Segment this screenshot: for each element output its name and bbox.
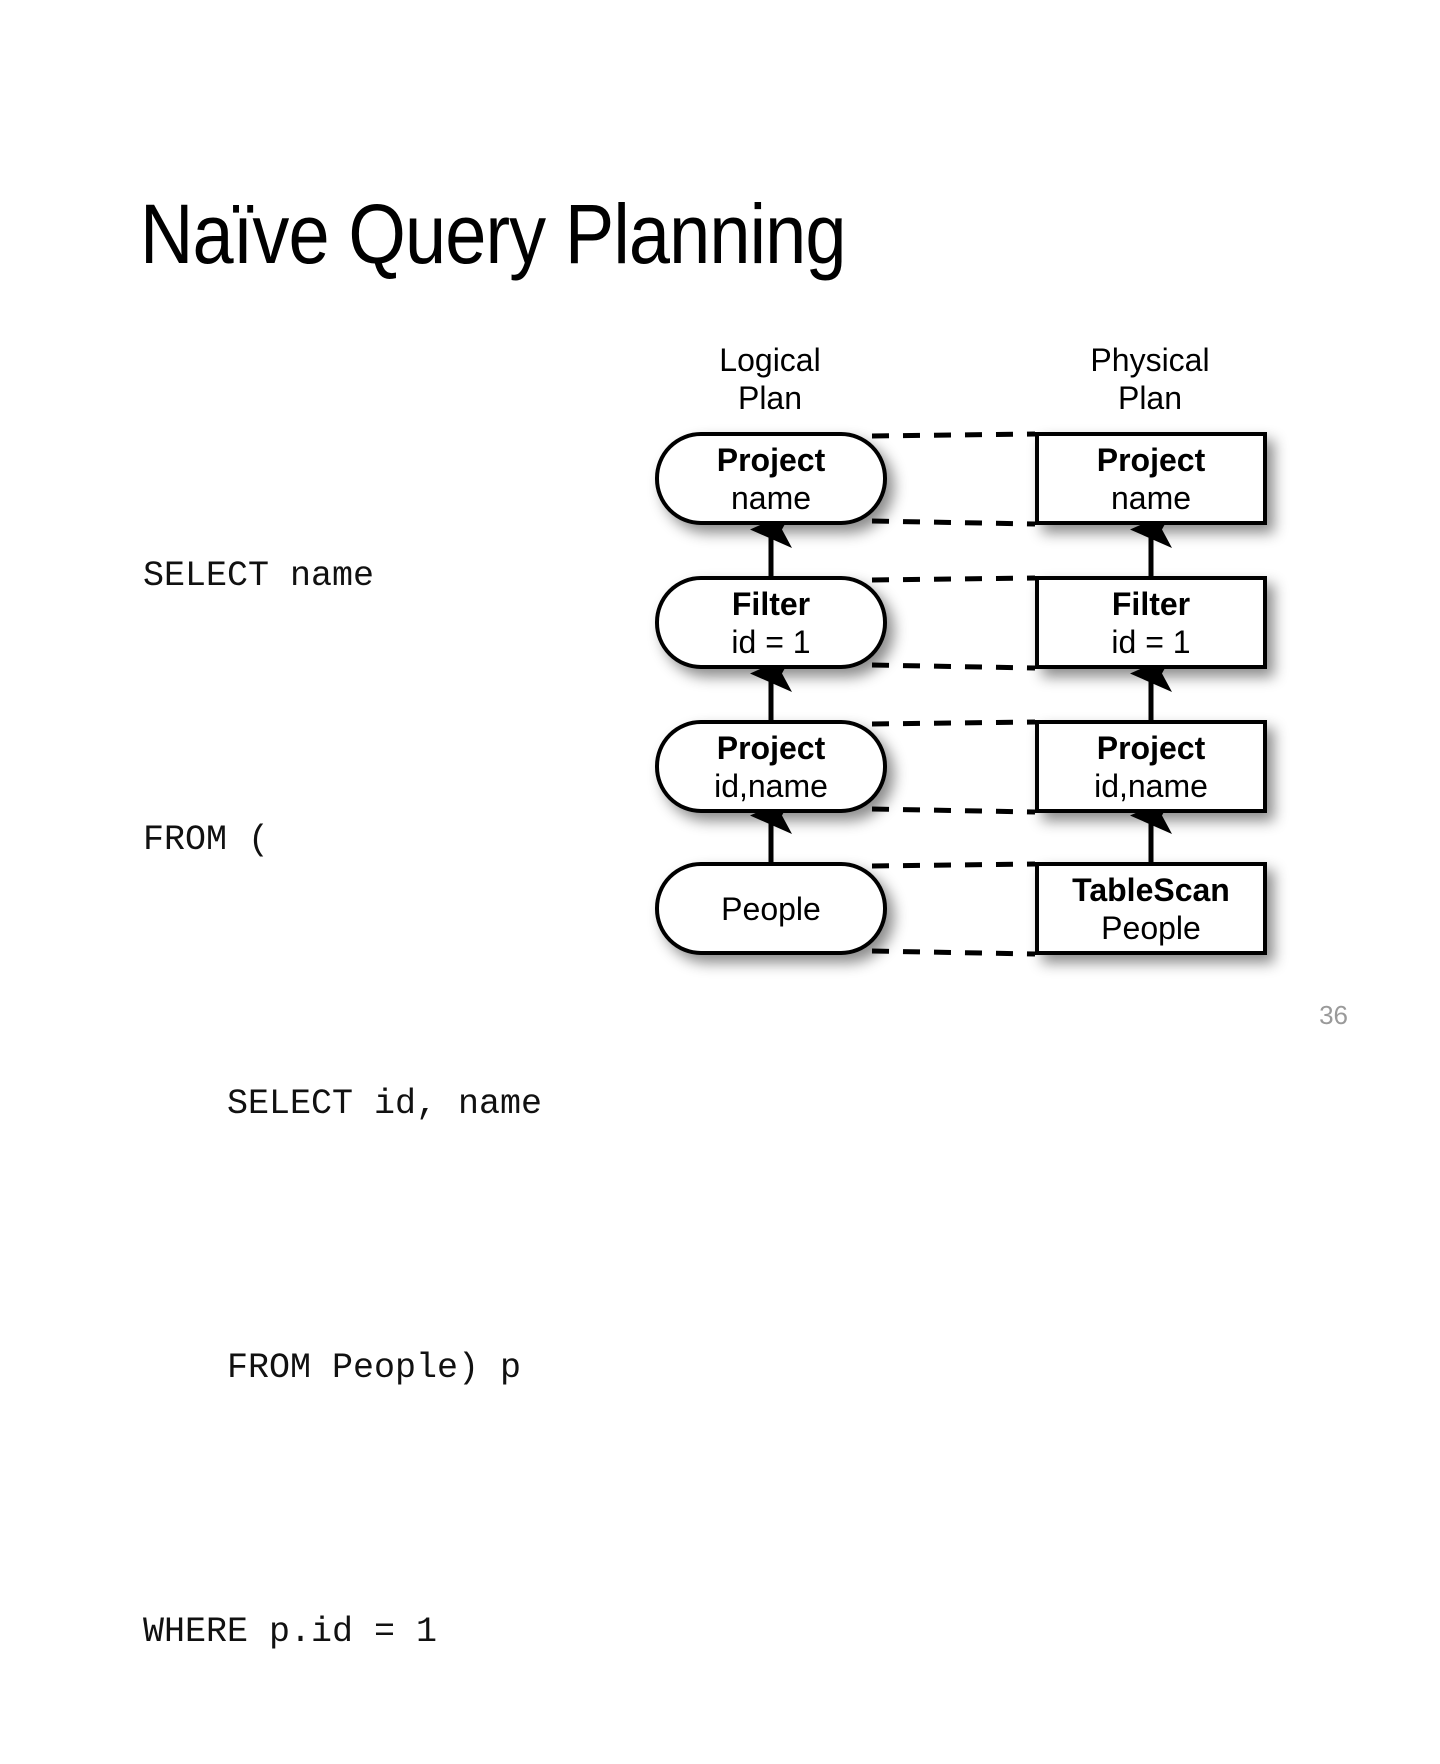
sql-line: SELECT name: [143, 556, 375, 596]
query-plan-diagram: Logical Plan Physical Plan: [650, 341, 1270, 957]
node-subtitle: name: [730, 479, 812, 516]
mapping-connector: [871, 431, 1036, 957]
column-header-line1: Logical: [719, 342, 821, 378]
sql-line: FROM People) p: [143, 1348, 522, 1388]
page-number: 36: [1319, 1000, 1348, 1030]
node-title: Filter: [731, 585, 811, 622]
node-title: Project: [716, 441, 826, 478]
node-title: Project: [716, 729, 826, 766]
sql-line: FROM (: [143, 820, 270, 860]
node-title: TableScan: [1072, 871, 1230, 908]
node-subtitle: People: [1101, 909, 1201, 946]
logical-node-filter[interactable]: Filter id = 1: [655, 576, 887, 669]
physical-node-project-name[interactable]: Project name: [1035, 432, 1267, 525]
node-subtitle: id = 1: [1111, 623, 1191, 660]
column-header-line2: Plan: [1117, 380, 1183, 416]
page-title: Naïve Query Planning: [140, 187, 846, 281]
column-header-logical-plan: Logical Plan: [650, 341, 890, 417]
node-subtitle: id = 1: [731, 623, 811, 660]
logical-node-project-id-name[interactable]: Project id,name: [655, 720, 887, 813]
physical-node-filter[interactable]: Filter id = 1: [1035, 576, 1267, 669]
node-subtitle: People: [721, 890, 821, 927]
node-title: Project: [1096, 441, 1206, 478]
node-title: Filter: [1111, 585, 1191, 622]
logical-node-project-name[interactable]: Project name: [655, 432, 887, 525]
node-subtitle: id,name: [1094, 767, 1208, 804]
node-subtitle: name: [1110, 479, 1192, 516]
column-header-line1: Physical: [1090, 342, 1210, 378]
node-subtitle: id,name: [714, 767, 828, 804]
logical-node-people[interactable]: People: [655, 862, 887, 955]
node-title: Project: [1096, 729, 1206, 766]
physical-node-project-id-name[interactable]: Project id,name: [1035, 720, 1267, 813]
column-header-line2: Plan: [737, 380, 803, 416]
column-header-physical-plan: Physical Plan: [1030, 341, 1270, 417]
physical-node-tablescan[interactable]: TableScan People: [1035, 862, 1267, 955]
sql-line: WHERE p.id = 1: [143, 1612, 438, 1652]
